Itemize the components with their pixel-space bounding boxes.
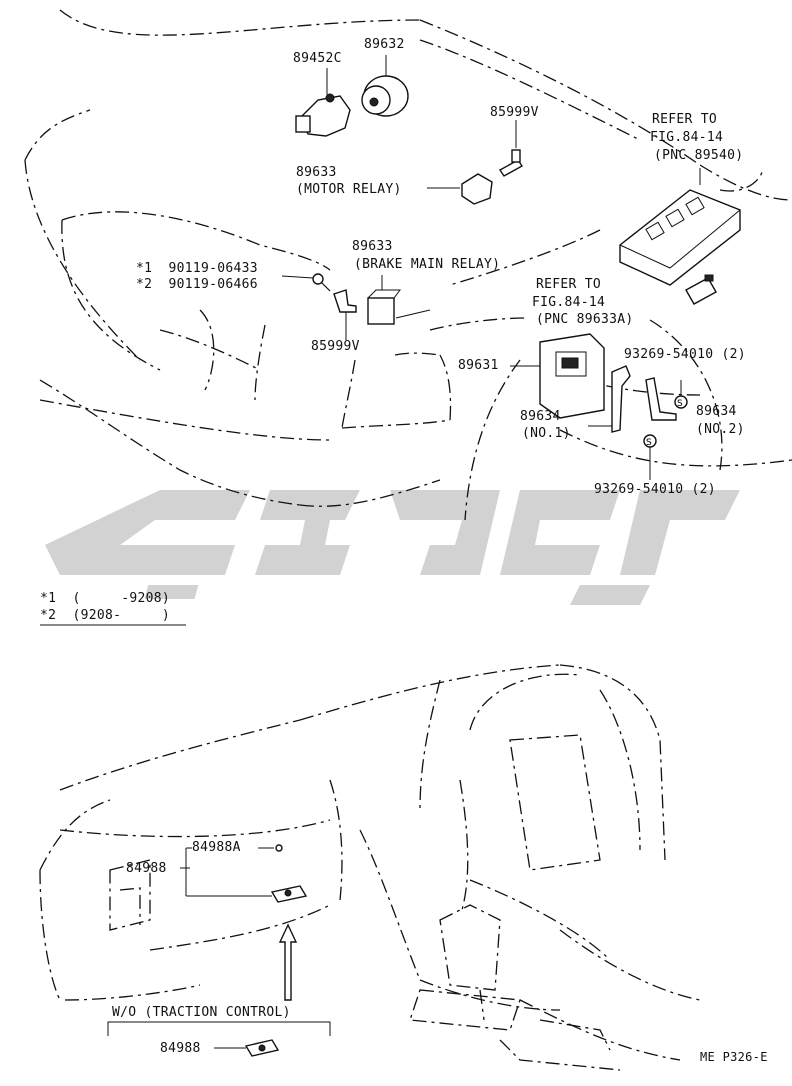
refer1-line3: (PNC 89540) xyxy=(654,148,744,163)
label-star1-part: *1 90119-06433 xyxy=(136,261,258,276)
label-no1: (NO.1) xyxy=(522,426,571,441)
label-85999v-mid: 85999V xyxy=(311,339,360,354)
label-89631: 89631 xyxy=(458,358,499,373)
part-84988a-bolt[interactable] xyxy=(185,844,283,868)
label-85999v-top: 85999V xyxy=(490,105,539,120)
part-89633-motor-relay[interactable] xyxy=(427,173,493,205)
label-84988a: 84988A xyxy=(192,840,241,855)
arrow-up-icon xyxy=(278,923,298,1001)
label-93269-b: 93269-54010 (2) xyxy=(594,482,716,497)
part-89634-no2[interactable] xyxy=(645,377,677,421)
sheet-code: ME P326-E xyxy=(700,1050,768,1064)
engine-bay-outline xyxy=(24,9,792,521)
label-89632: 89632 xyxy=(364,37,405,52)
label-no2: (NO.2) xyxy=(696,422,745,437)
label-star2-part: *2 90119-06466 xyxy=(136,277,258,292)
label-brake-main-relay: (BRAKE MAIN RELAY) xyxy=(354,257,501,272)
wo-traction-bracket xyxy=(107,1021,331,1036)
refer2-line1: REFER TO xyxy=(536,277,602,292)
part-89540-control-unit[interactable] xyxy=(619,168,741,286)
label-84988: 84988 xyxy=(126,861,167,876)
s-marked-washer-icon[interactable]: S xyxy=(674,380,688,409)
part-89634-no1[interactable] xyxy=(588,365,631,433)
part-connector-right[interactable] xyxy=(685,274,717,305)
label-89633-motor: 89633 xyxy=(296,165,337,180)
svg-text:S: S xyxy=(677,399,683,409)
part-84988-sensor[interactable] xyxy=(180,867,308,903)
cabin-outline xyxy=(39,664,701,1071)
label-wo-traction: W/O (TRACTION CONTROL) xyxy=(112,1005,291,1020)
part-85999v-top[interactable] xyxy=(498,120,524,177)
part-89452c[interactable] xyxy=(295,68,351,137)
refer1-line1: REFER TO xyxy=(652,112,718,127)
part-85999v-mid[interactable] xyxy=(333,289,357,340)
note-star2: *2 (9208- ) xyxy=(40,608,171,623)
svg-text:S: S xyxy=(646,438,652,448)
label-89634-no1: 89634 xyxy=(520,409,561,424)
refer2-line3: (PNC 89633A) xyxy=(536,312,634,327)
label-93269-a: 93269-54010 (2) xyxy=(624,347,746,362)
watermark xyxy=(45,490,740,605)
refer1-line2: FIG.84-14 xyxy=(650,130,724,145)
refer2-line2: FIG.84-14 xyxy=(532,295,606,310)
part-89631-ecu[interactable] xyxy=(510,333,605,419)
screw-icon[interactable] xyxy=(281,273,331,292)
part-84988-wo-sensor[interactable] xyxy=(214,1039,280,1057)
part-89632[interactable] xyxy=(361,55,409,117)
label-89633-brake: 89633 xyxy=(352,239,393,254)
label-89634-no2: 89634 xyxy=(696,404,737,419)
note-star1: *1 ( -9208) xyxy=(40,591,171,606)
label-motor-relay: (MOTOR RELAY) xyxy=(296,182,402,197)
s-marked-washer-icon-2[interactable]: S xyxy=(643,434,657,480)
label-84988-wo: 84988 xyxy=(160,1041,201,1056)
part-89633-brake-main-relay[interactable] xyxy=(367,275,431,325)
label-89452c: 89452C xyxy=(293,51,342,66)
